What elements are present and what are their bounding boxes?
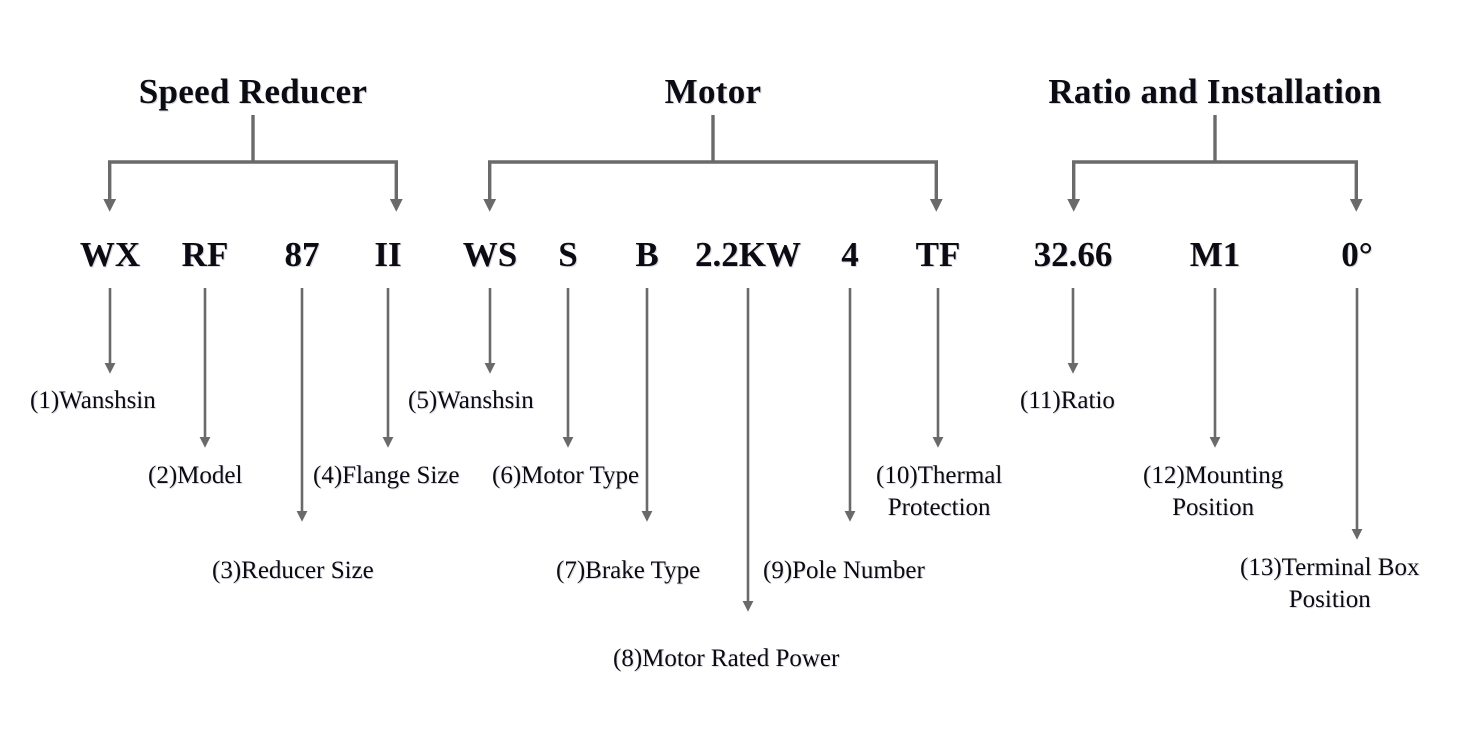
leaf-label-12-mounting-position: (12)Mounting Position: [1143, 460, 1283, 524]
leaf-number-10: (10): [876, 462, 918, 489]
leaf-label-3-reducer-size: (3)Reducer Size: [212, 555, 374, 587]
leaf-number-3: (3): [212, 557, 242, 584]
leaf-label-2-model: (2)Model: [148, 460, 242, 492]
leaf-label-7-brake-type: (7)Brake Type: [556, 555, 700, 587]
code-token-ii: II: [374, 235, 402, 274]
code-token-rf: RF: [181, 235, 229, 274]
code-token-wx: WX: [79, 235, 141, 274]
leaf-text-3: Reducer Size: [241, 557, 374, 584]
leaf-text-9: Pole Number: [792, 557, 925, 584]
leaf-number-7: (7): [556, 557, 586, 584]
leaf-text-12-line2: Position: [1172, 494, 1255, 521]
leaf-number-2: (2): [148, 462, 178, 489]
leaf-number-4: (4): [313, 462, 343, 489]
leaf-text-2: Model: [177, 462, 243, 489]
leaf-text-13: Terminal Box: [1281, 554, 1420, 581]
leaf-label-6-motor-type: (6)Motor Type: [492, 460, 639, 492]
group-title-motor: Motor: [664, 72, 762, 111]
code-token-ws: WS: [462, 235, 518, 274]
leaf-number-5: (5): [408, 387, 438, 414]
code-token-87: 87: [284, 235, 320, 274]
leaf-text-4: Flange Size: [342, 462, 460, 489]
leaf-text-11: Ratio: [1060, 387, 1115, 414]
leaf-number-9: (9): [763, 557, 793, 584]
leaf-text-13-line2: Position: [1288, 586, 1371, 613]
leaf-number-11: (11): [1020, 387, 1061, 414]
code-token-angle: 0°: [1341, 235, 1373, 274]
leaf-text-12: Mounting: [1184, 462, 1284, 489]
leaf-label-11-ratio: (11)Ratio: [1020, 385, 1115, 417]
group-title-ratio-and-installation: Ratio and Installation: [1048, 72, 1382, 111]
code-token-4: 4: [841, 235, 859, 274]
code-token-m1: M1: [1189, 235, 1241, 274]
leaf-number-1: (1): [30, 387, 60, 414]
leaf-text-7: Brake Type: [585, 557, 701, 584]
code-token-b: B: [635, 235, 659, 274]
leaf-label-1-wanshsin: (1)Wanshsin: [30, 385, 156, 417]
leaf-text-10: Thermal: [917, 462, 1003, 489]
leaf-label-9-pole-number: (9)Pole Number: [763, 555, 925, 587]
leaf-text-5: Wanshsin: [437, 387, 534, 414]
leaf-label-5-wanshsin: (5)Wanshsin: [408, 385, 534, 417]
leaf-number-13: (13): [1240, 554, 1282, 581]
leaf-label-4-flange-size: (4)Flange Size: [313, 460, 460, 492]
leaf-text-1: Wanshsin: [59, 387, 156, 414]
leaf-number-6: (6): [492, 462, 522, 489]
code-token-ratio: 32.66: [1033, 235, 1113, 274]
leaf-text-8: Motor Rated Power: [642, 645, 840, 672]
leaf-label-8-motor-rated-power: (8)Motor Rated Power: [613, 643, 839, 675]
leaf-text-6: Motor Type: [521, 462, 640, 489]
leaf-number-12: (12): [1143, 462, 1185, 489]
code-token-power: 2.2KW: [695, 235, 801, 274]
code-token-tf: TF: [915, 235, 961, 274]
leaf-number-8: (8): [613, 645, 643, 672]
leaf-label-13-terminal-box-position: (13)Terminal Box Position: [1240, 552, 1419, 616]
group-title-speed-reducer: Speed Reducer: [138, 72, 368, 111]
code-token-s: S: [558, 235, 578, 274]
leaf-text-10-line2: Protection: [887, 494, 991, 521]
leaf-label-10-thermal-protection: (10)Thermal Protection: [876, 460, 1002, 524]
